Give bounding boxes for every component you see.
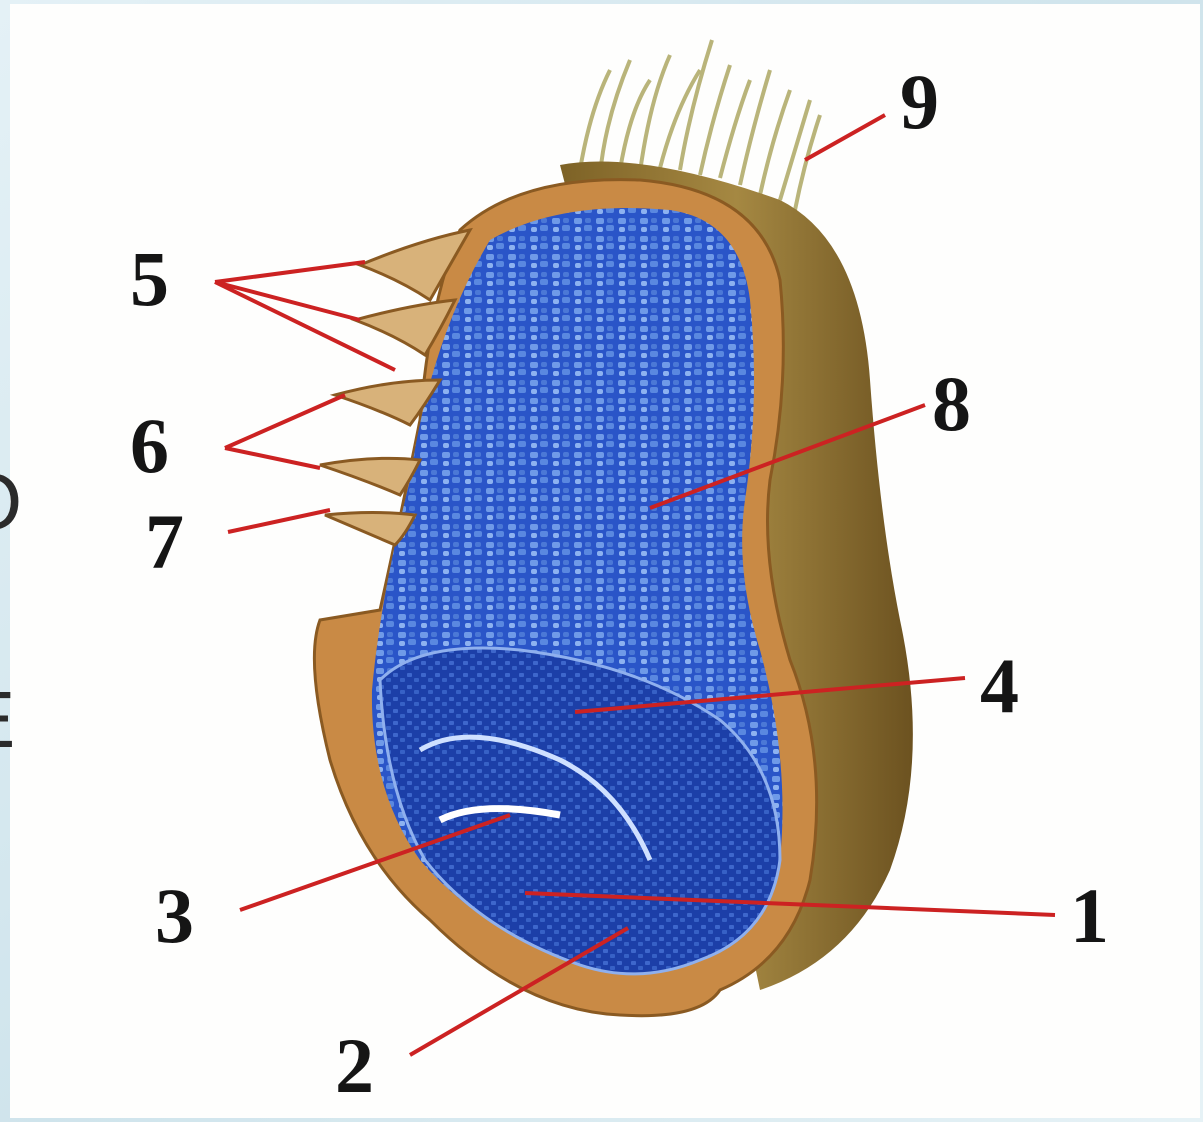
- leader-line-5b: [215, 282, 360, 320]
- leader-line-5a: [215, 262, 365, 282]
- callout-6: 6: [130, 402, 169, 489]
- callout-8: 8: [932, 360, 971, 447]
- callout-7: 7: [145, 498, 184, 585]
- callout-5: 5: [130, 235, 169, 322]
- callout-3: 3: [155, 872, 194, 959]
- leader-line-6a: [225, 395, 345, 448]
- leader-line-6b: [225, 448, 320, 468]
- callout-9: 9: [900, 58, 939, 145]
- callout-4: 4: [980, 642, 1019, 729]
- callout-2: 2: [335, 1022, 374, 1109]
- callout-1: 1: [1070, 872, 1109, 959]
- leader-line-7: [228, 510, 330, 532]
